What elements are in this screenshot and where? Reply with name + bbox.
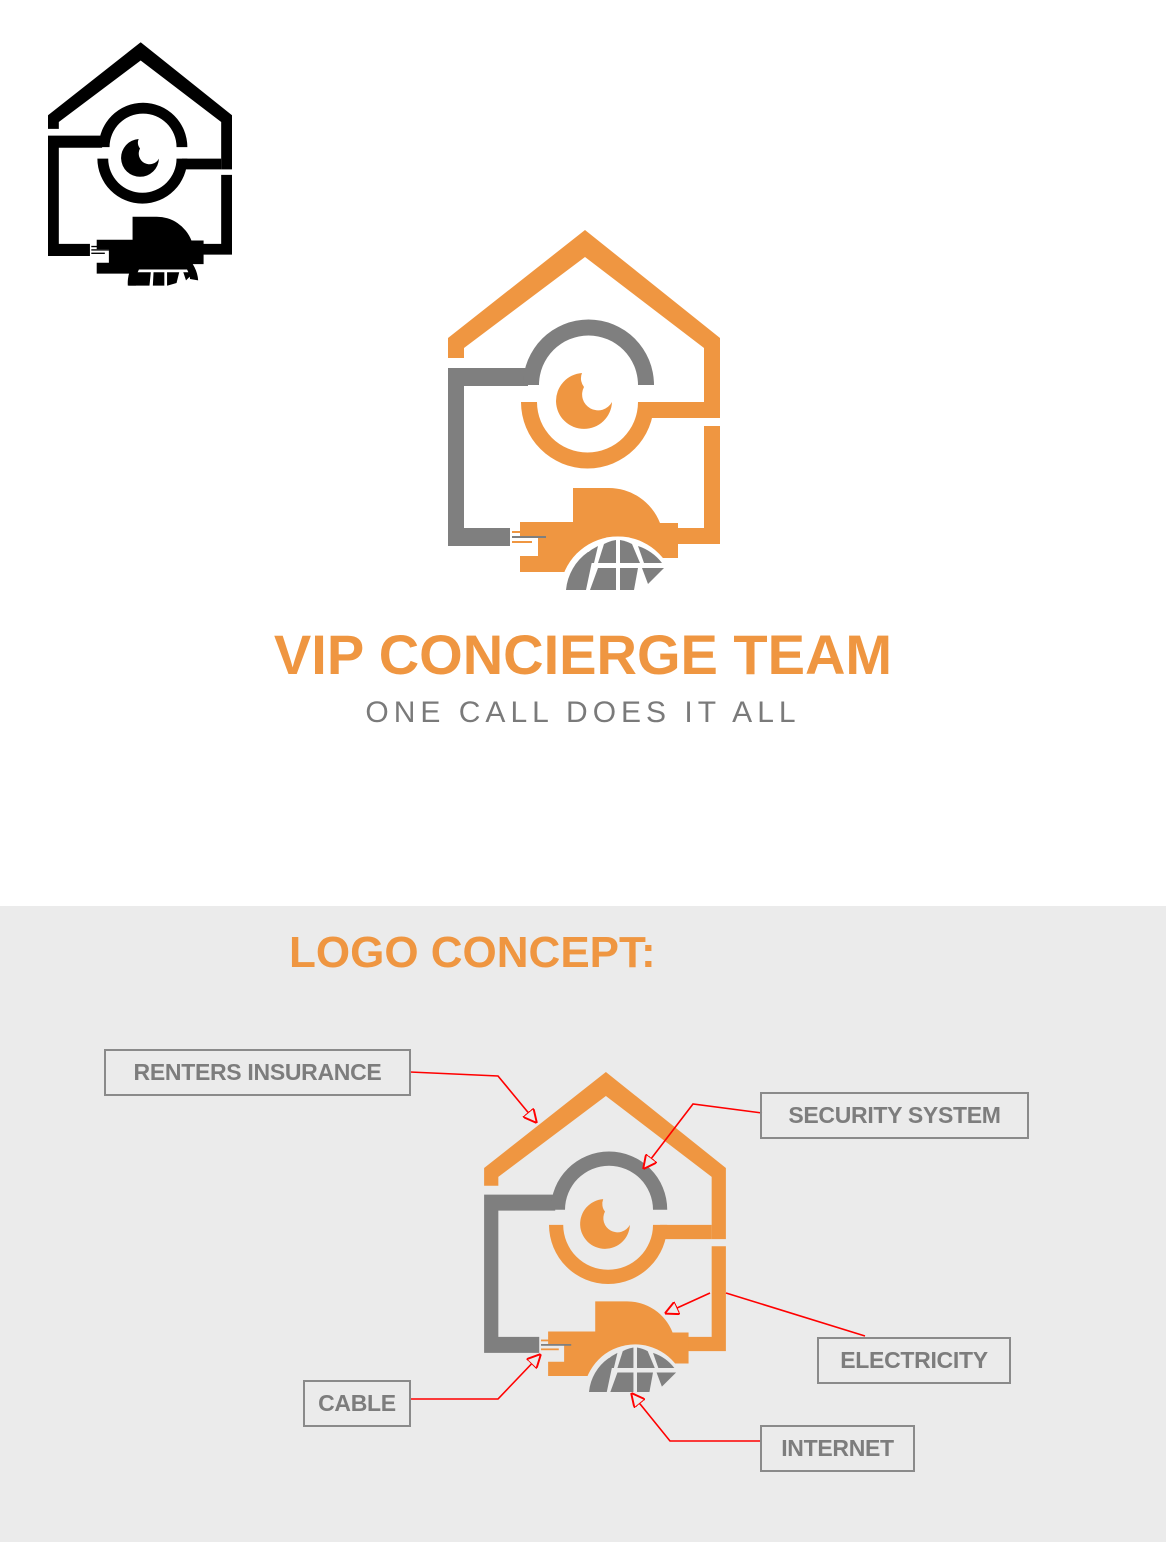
callout-cable: CABLE [303,1380,411,1427]
callout-label: INTERNET [781,1435,894,1461]
logo-showcase-section: .mono path, .mono rect { fill: #222222; … [48,42,893,729]
callout-label: ELECTRICITY [840,1347,988,1373]
callout-electricity: ELECTRICITY [817,1337,1011,1384]
arrow-electricity-inner [666,1292,711,1313]
brand-name: VIP CONCIERGE TEAM [273,623,893,686]
logo-color-icon [448,230,720,590]
callout-label: RENTERS INSURANCE [133,1059,382,1085]
brand-tagline: ONE CALL DOES IT ALL [365,696,801,729]
callout-label: CABLE [318,1390,396,1416]
logo-concept-icon [484,1072,726,1392]
concept-title: LOGO CONCEPT: [289,928,656,977]
arrow-security-system [644,1103,763,1168]
arrow-cable [410,1355,540,1400]
callout-internet: INTERNET [760,1425,915,1472]
arrow-renters-insurance [409,1071,536,1122]
callout-renters-insurance: RENTERS INSURANCE [104,1049,411,1096]
arrow-internet [632,1394,762,1442]
arrow-electricity [725,1292,866,1337]
callout-security-system: SECURITY SYSTEM [760,1092,1029,1139]
callout-label: SECURITY SYSTEM [788,1102,1001,1128]
